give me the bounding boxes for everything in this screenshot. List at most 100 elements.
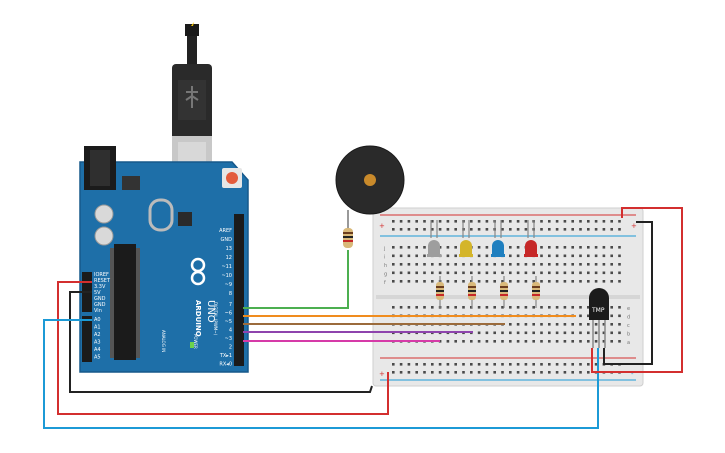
breadboard-hole[interactable] <box>579 340 582 343</box>
breadboard-hole[interactable] <box>470 263 473 266</box>
breadboard-hole[interactable] <box>524 323 528 326</box>
breadboard-hole[interactable] <box>392 271 395 275</box>
breadboard-hole[interactable] <box>509 228 512 231</box>
breadboard-hole[interactable] <box>516 271 520 275</box>
breadboard-hole[interactable] <box>509 263 512 266</box>
breadboard-hole[interactable] <box>431 220 434 223</box>
breadboard-hole[interactable] <box>532 331 535 335</box>
breadboard-hole[interactable] <box>594 271 598 275</box>
breadboard-hole[interactable] <box>587 314 590 318</box>
breadboard-hole[interactable] <box>493 280 496 283</box>
breadboard-hole[interactable] <box>602 246 606 249</box>
breadboard-hole[interactable] <box>548 220 551 223</box>
breadboard-hole[interactable] <box>399 220 403 223</box>
breadboard-hole[interactable] <box>407 220 411 223</box>
breadboard-hole[interactable] <box>610 220 613 223</box>
breadboard-hole[interactable] <box>563 340 567 343</box>
breadboard-hole[interactable] <box>431 371 434 374</box>
breadboard-hole[interactable] <box>454 306 457 309</box>
breadboard-hole[interactable] <box>470 220 473 223</box>
breadboard-hole[interactable] <box>571 331 574 335</box>
breadboard-hole[interactable] <box>563 306 567 309</box>
breadboard-hole[interactable] <box>610 314 613 318</box>
breadboard-hole[interactable] <box>392 246 395 249</box>
buzzer-resistor[interactable] <box>343 228 353 248</box>
breadboard-hole[interactable] <box>579 246 582 249</box>
breadboard-hole[interactable] <box>571 306 574 309</box>
breadboard-hole[interactable] <box>509 323 512 326</box>
breadboard-hole[interactable] <box>548 323 551 326</box>
breadboard-hole[interactable] <box>501 331 504 335</box>
breadboard-hole[interactable] <box>399 371 403 374</box>
breadboard-hole[interactable] <box>610 271 613 275</box>
breadboard-hole[interactable] <box>415 280 418 283</box>
breadboard-hole[interactable] <box>618 246 621 249</box>
breadboard-hole[interactable] <box>454 263 457 266</box>
breadboard-hole[interactable] <box>446 228 450 231</box>
breadboard-hole[interactable] <box>579 220 582 223</box>
breadboard-hole[interactable] <box>571 263 574 266</box>
breadboard-hole[interactable] <box>610 323 613 326</box>
breadboard-hole[interactable] <box>618 220 621 223</box>
breadboard-hole[interactable] <box>532 323 535 326</box>
breadboard-hole[interactable] <box>392 254 395 258</box>
breadboard-hole[interactable] <box>579 263 582 266</box>
breadboard-hole[interactable] <box>438 363 442 366</box>
breadboard-hole[interactable] <box>548 280 551 283</box>
breadboard-hole[interactable] <box>548 254 551 258</box>
breadboard-hole[interactable] <box>516 306 520 309</box>
reset-button[interactable] <box>226 172 238 184</box>
breadboard-hole[interactable] <box>485 246 489 249</box>
breadboard-hole[interactable] <box>477 280 481 283</box>
breadboard-hole[interactable] <box>477 263 481 266</box>
breadboard-hole[interactable] <box>555 371 559 374</box>
breadboard-hole[interactable] <box>431 228 434 231</box>
breadboard-hole[interactable] <box>618 340 621 343</box>
breadboard-hole[interactable] <box>493 306 496 309</box>
breadboard-hole[interactable] <box>509 280 512 283</box>
breadboard-hole[interactable] <box>563 280 567 283</box>
breadboard-hole[interactable] <box>602 271 606 275</box>
breadboard-hole[interactable] <box>462 271 465 275</box>
breadboard-hole[interactable] <box>399 263 403 266</box>
breadboard-hole[interactable] <box>555 246 559 249</box>
breadboard-hole[interactable] <box>587 340 590 343</box>
breadboard-hole[interactable] <box>563 254 567 258</box>
breadboard-hole[interactable] <box>532 340 535 343</box>
breadboard-hole[interactable] <box>579 363 582 366</box>
breadboard-hole[interactable] <box>540 271 543 275</box>
breadboard-hole[interactable] <box>392 220 395 223</box>
breadboard-hole[interactable] <box>563 363 567 366</box>
breadboard-hole[interactable] <box>555 254 559 258</box>
breadboard-hole[interactable] <box>618 331 621 335</box>
breadboard-hole[interactable] <box>548 263 551 266</box>
breadboard-hole[interactable] <box>407 263 411 266</box>
breadboard-hole[interactable] <box>602 220 606 223</box>
breadboard-hole[interactable] <box>532 371 535 374</box>
led-resistor[interactable] <box>468 276 476 308</box>
breadboard-hole[interactable] <box>618 280 621 283</box>
breadboard-hole[interactable] <box>485 254 489 258</box>
breadboard-hole[interactable] <box>532 280 535 283</box>
breadboard-hole[interactable] <box>438 271 442 275</box>
breadboard-hole[interactable] <box>610 331 613 335</box>
led-resistor[interactable] <box>500 276 508 308</box>
breadboard-hole[interactable] <box>618 314 621 318</box>
breadboard-hole[interactable] <box>446 220 450 223</box>
breadboard-hole[interactable] <box>454 280 457 283</box>
breadboard-hole[interactable] <box>485 271 489 275</box>
breadboard-hole[interactable] <box>516 363 520 366</box>
breadboard-hole[interactable] <box>516 254 520 258</box>
breadboard-hole[interactable] <box>477 340 481 343</box>
breadboard-hole[interactable] <box>540 323 543 326</box>
breadboard-hole[interactable] <box>485 340 489 343</box>
breadboard-hole[interactable] <box>415 306 418 309</box>
breadboard-hole[interactable] <box>407 254 411 258</box>
breadboard-hole[interactable] <box>610 228 613 231</box>
breadboard-hole[interactable] <box>446 306 450 309</box>
breadboard-hole[interactable] <box>423 263 426 266</box>
breadboard-hole[interactable] <box>446 263 450 266</box>
breadboard-hole[interactable] <box>587 228 590 231</box>
breadboard-hole[interactable] <box>438 371 442 374</box>
